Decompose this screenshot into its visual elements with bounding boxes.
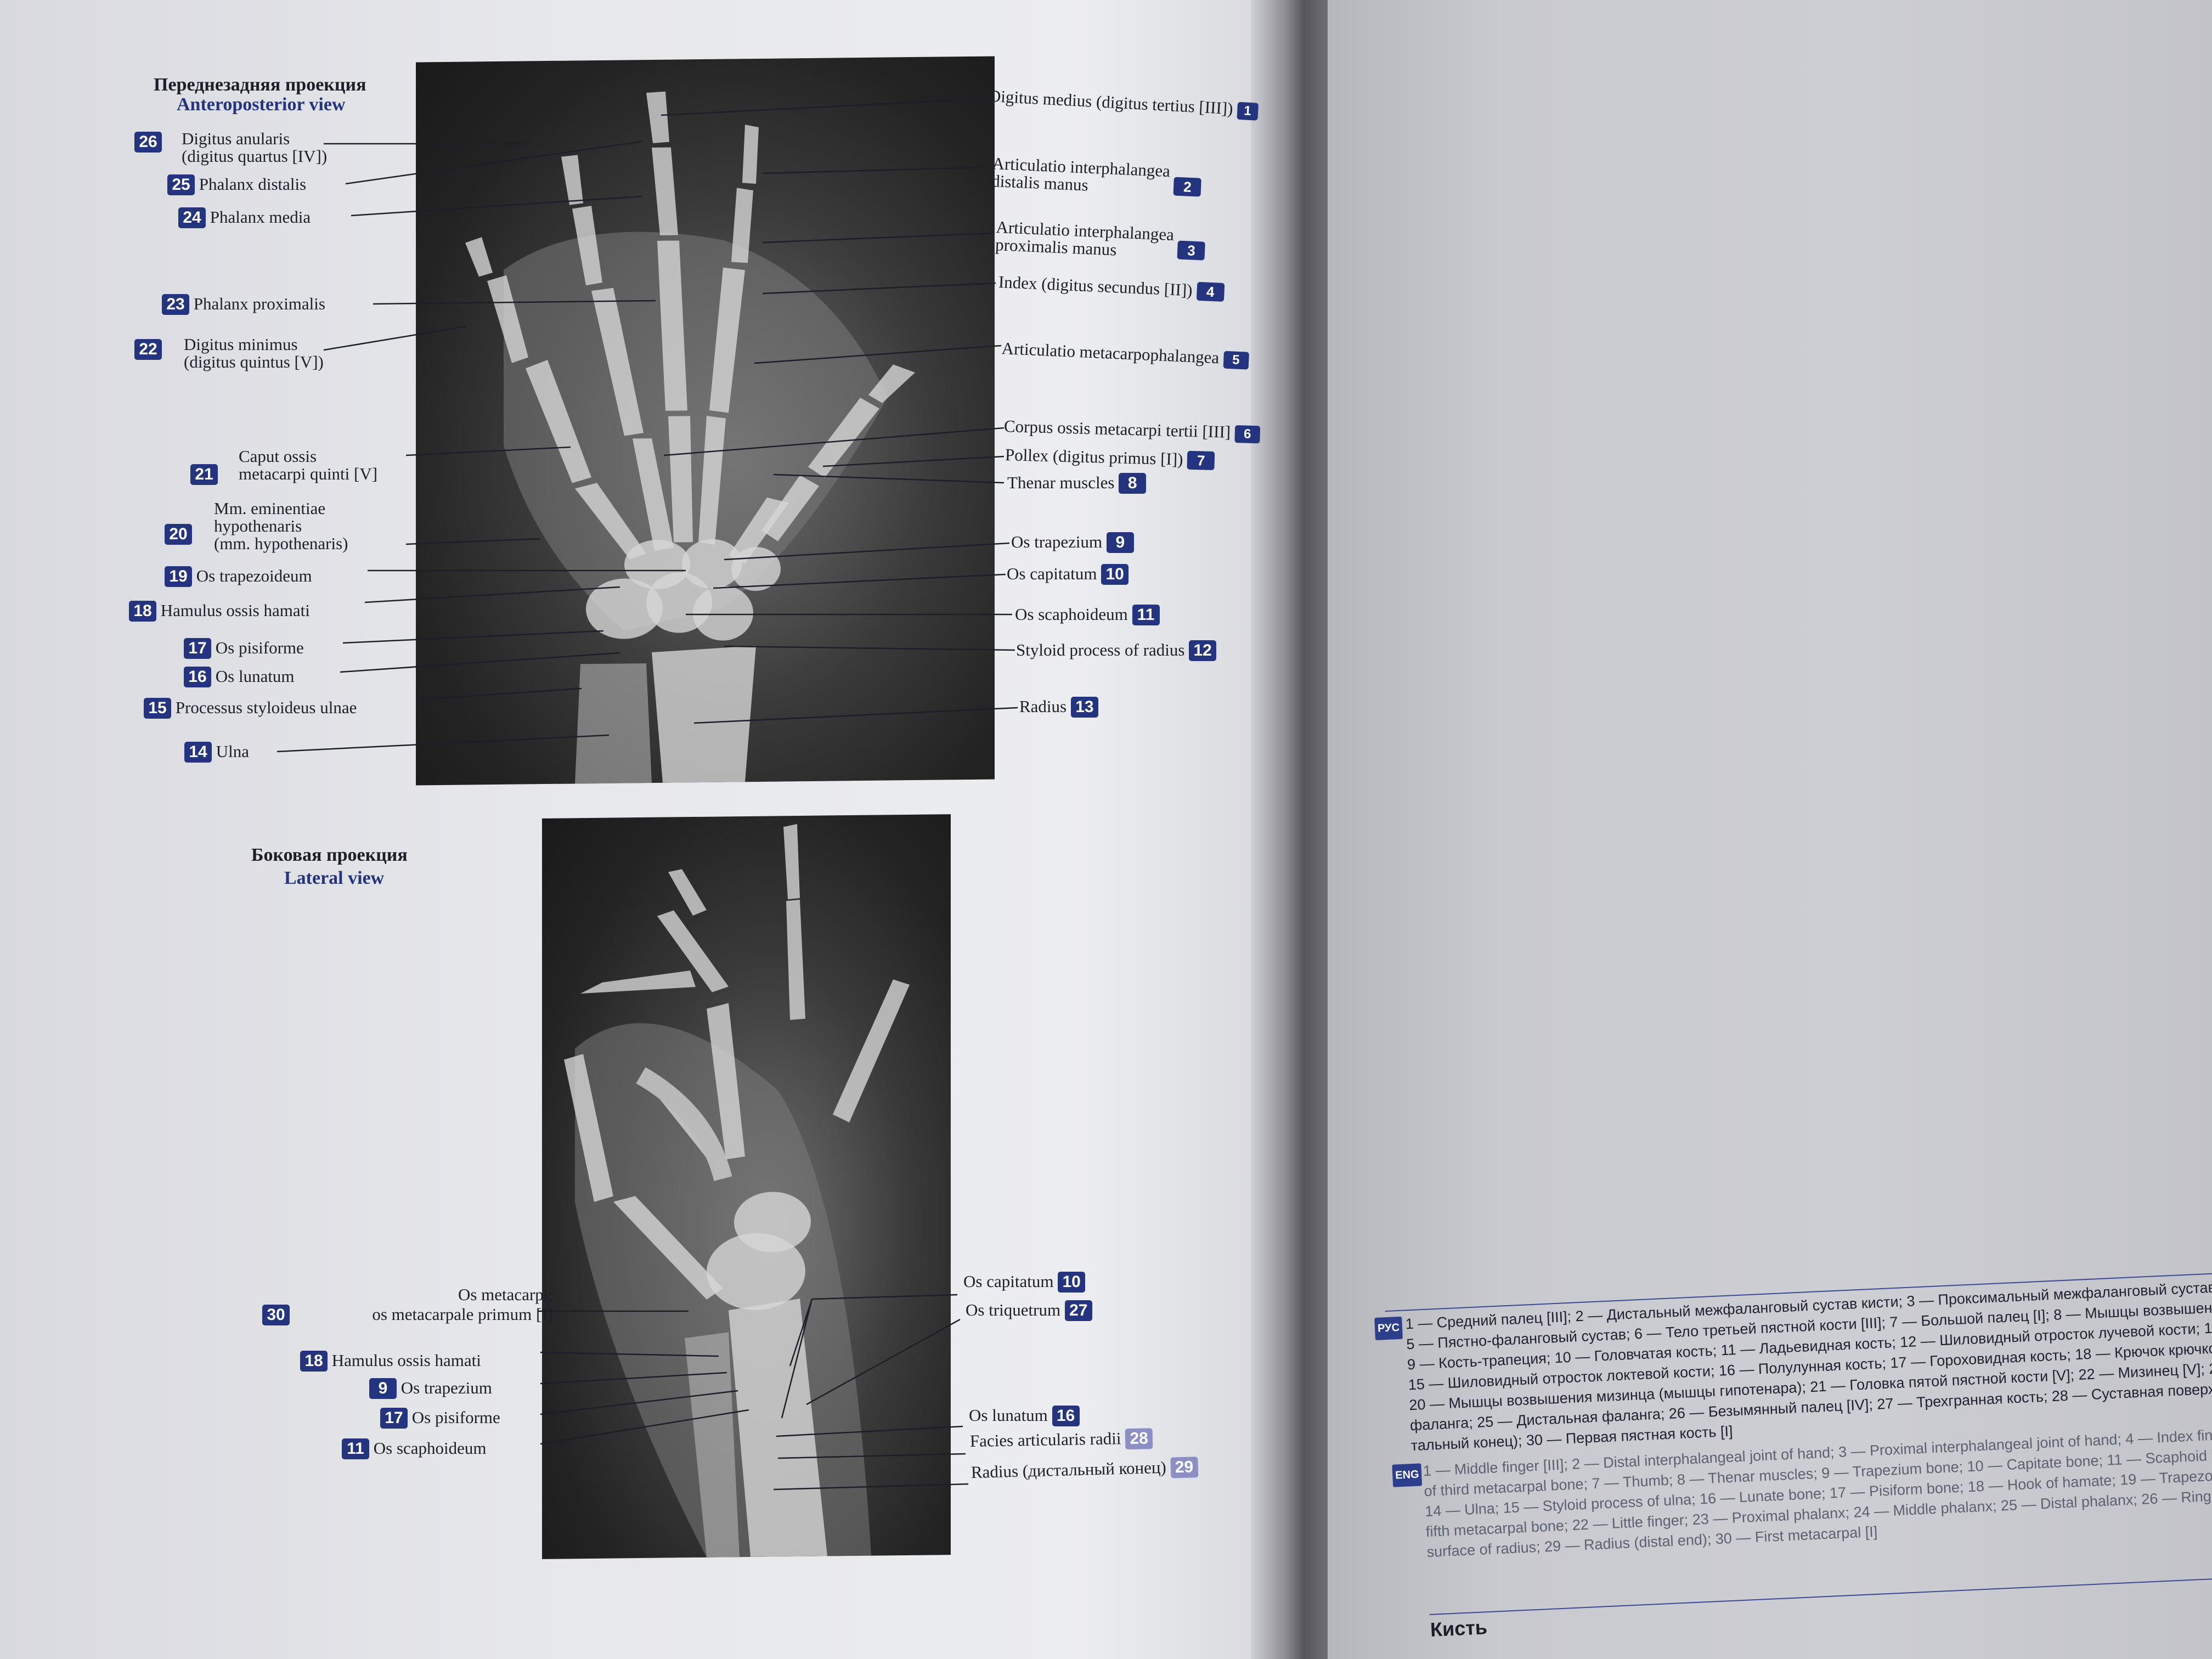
- lat-label-16: Os lunatum 16: [969, 1406, 1080, 1426]
- lat-label-27: Os triquetrum 27: [966, 1300, 1092, 1321]
- lat-label-18: 18 Hamulus ossis hamati: [300, 1351, 481, 1372]
- lat-xray-image: [542, 814, 951, 1559]
- ap-label-24: 24 Phalanx media: [178, 207, 311, 228]
- ap-heading-en: Anteroposterior view: [177, 94, 346, 115]
- lat-label-9: 9 Os trapezium: [369, 1378, 492, 1399]
- ap-label-15: 15 Processus styloideus ulnae: [144, 698, 357, 719]
- ap-label-23: 23 Phalanx proximalis: [162, 294, 325, 315]
- ap-label-13: Radius 13: [1019, 697, 1098, 718]
- lat-leader-lines: [538, 1294, 969, 1491]
- lat-label-10: Os capitatum 10: [963, 1272, 1086, 1293]
- ap-label-8: Thenar muscles 8: [1007, 473, 1147, 494]
- lat-label-30: 30 Os metacarpi;os metacarpale primum [I…: [262, 1285, 553, 1325]
- caption-ru-tag: РУС: [1374, 1316, 1403, 1340]
- ap-label-11: Os scaphoideum 11: [1015, 605, 1160, 625]
- caption-block: РУС 1 — Средний палец [III]; 2 — Дисталь…: [1374, 1273, 2212, 1641]
- ap-label-9: Os trapezium 9: [1011, 532, 1134, 553]
- book-gutter: [1251, 0, 1339, 1659]
- lat-label-11: 11 Os scaphoideum: [342, 1438, 487, 1459]
- ap-label-14: 14 Ulna: [184, 742, 249, 763]
- lat-hand-bones: [564, 824, 910, 1558]
- lat-label-17: 17 Os pisiforme: [380, 1408, 500, 1429]
- ap-label-19: 19 Os trapezoideum: [165, 566, 312, 587]
- lat-label-28: Facies articularis radii 28: [970, 1428, 1153, 1452]
- ap-heading-ru: Переднезадняя проекция: [154, 75, 366, 95]
- ap-label-17: 17 Os pisiforme: [184, 638, 304, 659]
- ap-label-26: 26 Digitus anularis(digitus quartus [IV]…: [134, 130, 327, 165]
- ap-xray-image: [416, 56, 995, 786]
- lat-heading-ru: Боковая проекция: [251, 845, 408, 865]
- lat-heading-en: Lateral view: [284, 868, 385, 888]
- caption-en-tag: ENG: [1392, 1463, 1423, 1487]
- ap-hand-bones: [465, 91, 915, 784]
- ap-label-16: 16 Os lunatum: [184, 667, 295, 687]
- ap-label-12: Styloid process of radius 12: [1016, 640, 1217, 661]
- ap-label-22: 22 Digitus minimus(digitus quintus [V]): [134, 336, 324, 371]
- ap-label-10: Os capitatum 10: [1007, 564, 1129, 585]
- section-title: Кисть: [1430, 1616, 1488, 1641]
- ap-leader-lines: [276, 98, 1018, 753]
- ap-label-25: 25 Phalanx distalis: [167, 174, 306, 195]
- ap-label-18: 18 Hamulus ossis hamati: [129, 601, 310, 622]
- right-page: [1328, 0, 2212, 1659]
